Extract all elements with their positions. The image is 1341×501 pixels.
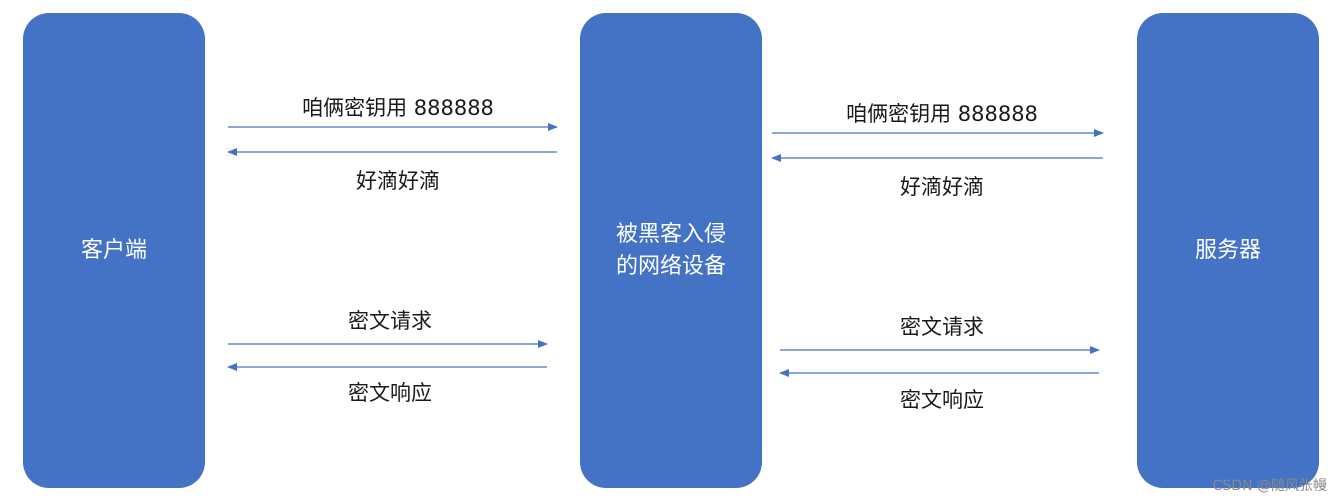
server-node: 服务器: [1137, 13, 1319, 488]
right-cipher-response-label: 密文响应: [900, 388, 984, 412]
compromised-device-node: 被黑客入侵 的网络设备: [580, 13, 762, 488]
server-label: 服务器: [1194, 237, 1261, 263]
left-key-request-label: 咱俩密钥用 888888: [302, 96, 494, 120]
left-cipher-response-label: 密文响应: [348, 381, 432, 405]
left-key-reply-label: 好滴好滴: [356, 169, 440, 193]
client-label: 客户端: [80, 237, 147, 263]
left-cipher-request-label: 密文请求: [348, 309, 432, 333]
right-key-reply-label: 好滴好滴: [900, 175, 984, 199]
right-key-request-label: 咱俩密钥用 888888: [846, 102, 1038, 126]
right-cipher-request-label: 密文请求: [900, 315, 984, 339]
compromised-device-label: 被黑客入侵 的网络设备: [615, 221, 726, 279]
watermark: CSDN @随风张幔: [1212, 478, 1327, 494]
client-node: 客户端: [23, 13, 205, 488]
